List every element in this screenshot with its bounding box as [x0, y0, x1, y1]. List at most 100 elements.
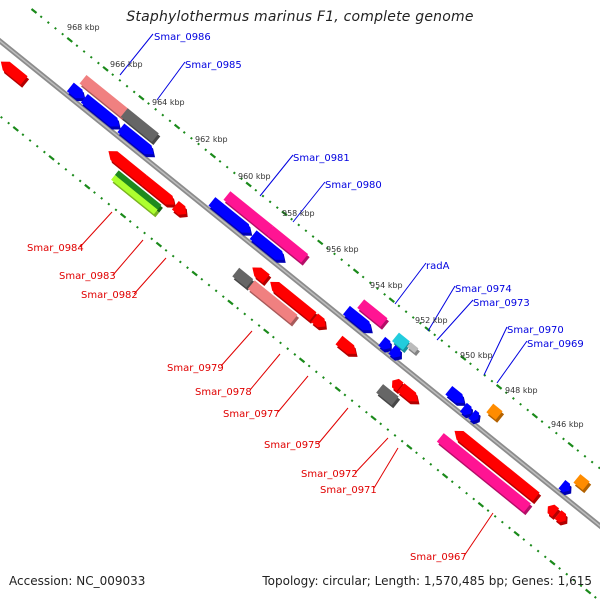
gene-label[interactable]: Smar_0975 — [264, 440, 321, 451]
tick-mark — [450, 480, 454, 484]
forward-gene-labels: Smar_0986 Smar_0985 Smar_0981 Smar_0980 … — [154, 32, 584, 350]
gene-block[interactable] — [554, 510, 568, 526]
gene-block[interactable] — [249, 230, 286, 263]
tick-mark — [96, 61, 100, 65]
gene-block-smar-0980[interactable] — [266, 225, 310, 266]
label-connector-line — [436, 299, 474, 341]
tick-mark — [257, 324, 261, 327]
gene-block[interactable] — [66, 82, 86, 102]
gene-block-smar-0972[interactable] — [397, 383, 420, 405]
tick-mark — [84, 183, 91, 190]
gene-block[interactable] — [573, 474, 592, 494]
gene-block-smar-0975[interactable] — [335, 335, 358, 357]
gene-label[interactable]: Smar_0969 — [527, 339, 584, 350]
gene-block-smar-0969[interactable] — [468, 409, 481, 425]
label-connector-line — [249, 353, 281, 391]
gene-label[interactable]: Smar_0980 — [325, 180, 382, 191]
outer-tick-track — [30, 8, 600, 470]
tick-mark — [147, 102, 150, 105]
gene-block-smar-0983[interactable] — [114, 170, 163, 213]
tick-mark — [343, 393, 347, 397]
gene-block-smar-0974[interactable] — [392, 332, 412, 353]
gene-block[interactable] — [311, 313, 327, 331]
tick-mark — [7, 121, 11, 125]
gene-block[interactable] — [445, 385, 466, 406]
gene-block-smar-0981[interactable] — [223, 191, 275, 238]
gene-label[interactable]: Smar_0982 — [81, 290, 138, 301]
tick-mark — [240, 177, 243, 181]
gene-block-smar-0973[interactable] — [406, 342, 420, 357]
gene-block-smar-0971[interactable] — [376, 384, 401, 409]
tick-mark — [429, 462, 433, 466]
gene-label[interactable]: Smar_0986 — [154, 32, 211, 43]
scale-labels: 968 kbp 966 kbp 964 kbp 962 kbp 960 kbp … — [67, 23, 584, 429]
gene-block-rada[interactable] — [357, 299, 389, 330]
tick-mark — [572, 578, 576, 582]
tick-mark — [298, 357, 306, 364]
gene-block[interactable] — [342, 305, 373, 334]
gene-label[interactable]: Smar_0967 — [410, 552, 467, 563]
tick-mark — [245, 181, 252, 188]
gene-block-smar-0985[interactable] — [120, 108, 161, 145]
tick-mark — [583, 454, 587, 458]
tick-mark — [513, 530, 520, 537]
gene-block[interactable] — [378, 336, 392, 353]
tick-mark — [529, 543, 533, 547]
label-connector-line — [119, 33, 154, 76]
tick-mark — [433, 333, 437, 337]
tick-mark — [486, 509, 490, 512]
tick-mark — [495, 384, 503, 390]
tick-mark — [21, 133, 25, 137]
gene-block-smar-0970[interactable] — [486, 403, 505, 423]
tick-mark — [340, 258, 344, 262]
gene-label[interactable]: Smar_0971 — [320, 485, 377, 496]
tick-mark — [290, 217, 293, 221]
gene-label[interactable]: Smar_0973 — [473, 298, 530, 309]
gene-label[interactable]: Smar_0974 — [455, 284, 512, 295]
gene-label[interactable]: Smar_0983 — [59, 271, 116, 282]
tick-mark — [404, 310, 408, 314]
gene-label[interactable]: Smar_0979 — [167, 363, 224, 374]
gene-block[interactable] — [80, 93, 121, 130]
gene-block[interactable] — [208, 197, 253, 236]
gene-block[interactable] — [558, 479, 572, 496]
gene-block-smar-0984[interactable] — [139, 175, 177, 208]
tick-mark — [66, 37, 73, 43]
tick-mark — [440, 339, 444, 343]
gene-block-smar-0982[interactable] — [111, 175, 160, 218]
gene-block[interactable] — [0, 61, 30, 88]
gene-label[interactable]: Smar_0985 — [185, 60, 242, 71]
gene-block-smar-0979[interactable] — [232, 267, 255, 291]
gene-block-smar-0967[interactable] — [436, 433, 533, 516]
tick-mark — [536, 549, 540, 553]
gene-block-smar-0986[interactable] — [79, 74, 131, 122]
gene-block[interactable] — [108, 151, 149, 187]
gene-block[interactable] — [171, 200, 188, 218]
gene-label[interactable]: Smar_0970 — [507, 325, 564, 336]
gene-label[interactable]: radA — [426, 261, 450, 272]
gene-block-smar-0977[interactable] — [270, 281, 318, 324]
gene-block-smar-0978[interactable] — [247, 280, 300, 327]
gene-block[interactable] — [252, 267, 272, 287]
tick-mark — [281, 210, 288, 217]
gene-label[interactable]: Smar_0984 — [27, 243, 84, 254]
tick-mark — [61, 32, 65, 36]
gene-label[interactable]: Smar_0981 — [293, 153, 350, 164]
gene-label[interactable]: Smar_0977 — [223, 409, 280, 420]
tick-mark — [490, 379, 494, 383]
gene-block[interactable] — [388, 345, 402, 361]
tick-mark — [543, 555, 547, 559]
label-connector-line — [463, 512, 494, 557]
gene-block[interactable] — [117, 123, 156, 158]
label-connector-line — [394, 262, 427, 305]
gene-block[interactable] — [459, 402, 474, 419]
gene-block[interactable] — [547, 504, 561, 520]
gene-label[interactable]: Smar_0978 — [195, 387, 252, 398]
tick-mark — [590, 460, 594, 464]
tick-mark — [465, 491, 468, 495]
tick-mark — [168, 119, 172, 123]
gene-block[interactable] — [391, 378, 406, 395]
tick-mark — [150, 237, 154, 241]
gene-label[interactable]: Smar_0972 — [301, 469, 358, 480]
gene-block[interactable] — [454, 430, 542, 505]
